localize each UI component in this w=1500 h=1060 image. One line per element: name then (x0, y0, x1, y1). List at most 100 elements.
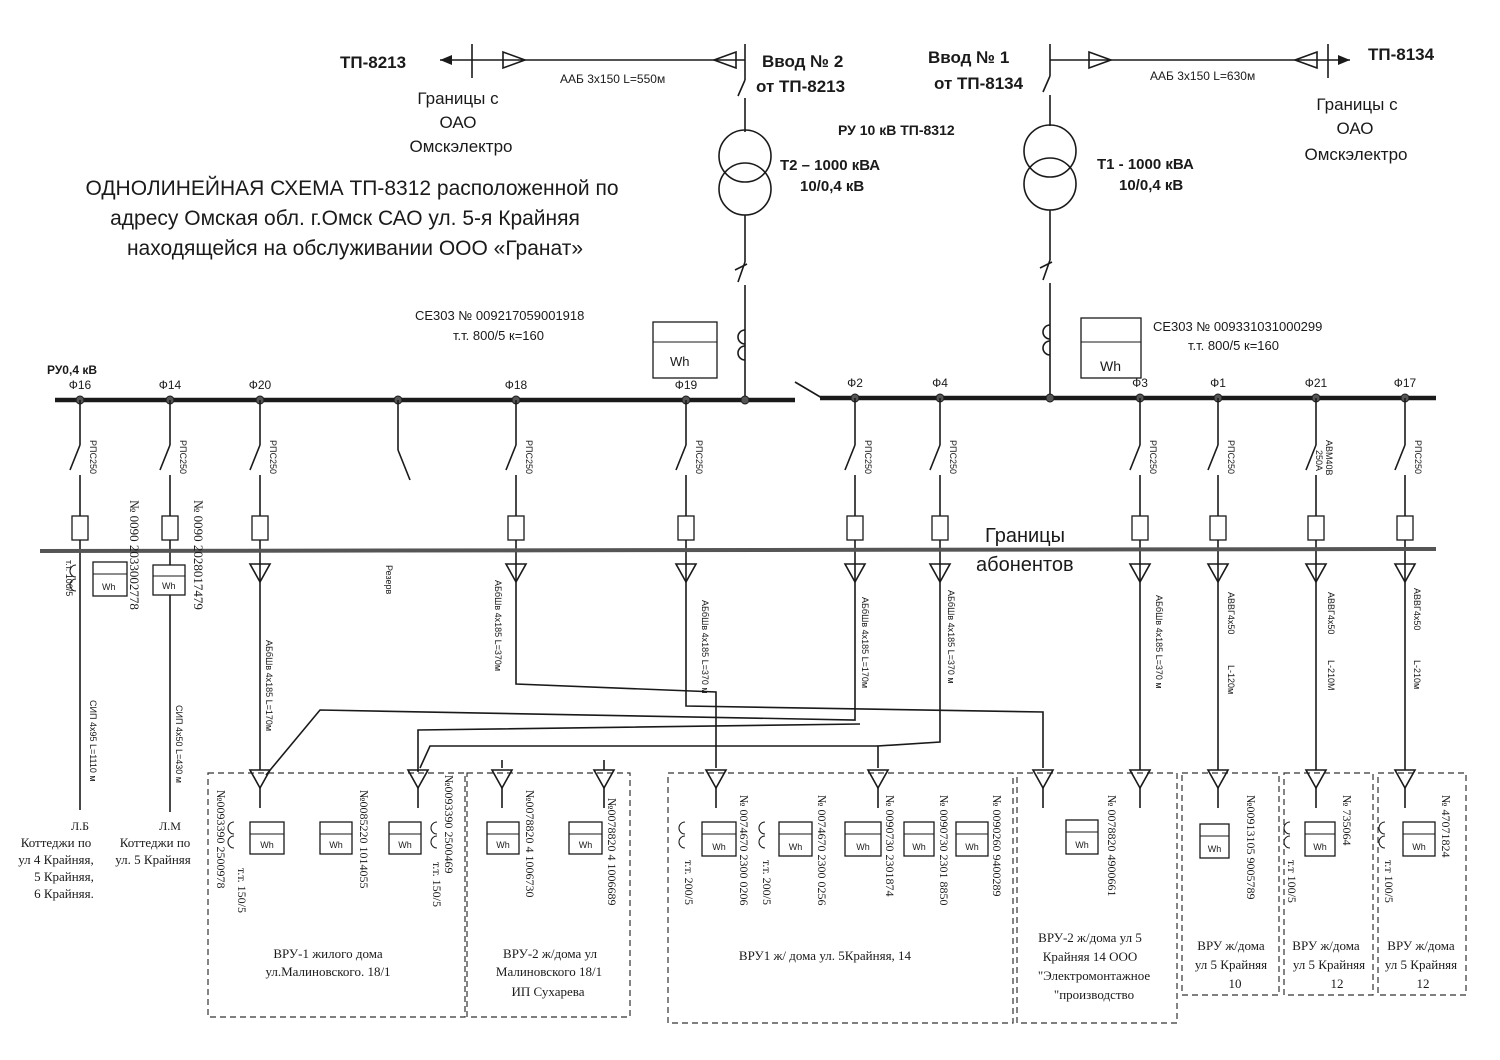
cable-end-icon (711, 50, 737, 70)
breaker-switch (844, 444, 856, 471)
cable-f18: АБбШв 4х185 L=370м (493, 580, 503, 671)
feeder-label: Ф3 (1132, 376, 1148, 390)
meter-t1-model: СЕ303 № 009331031000299 (1153, 319, 1322, 334)
consumer-meter: Wh (955, 821, 989, 857)
cable-end-icon (406, 769, 430, 790)
ct-vru5-b: т.т. 200/5 (760, 860, 774, 905)
fuse-icon (507, 515, 525, 541)
consumer-meter: Wh (844, 821, 882, 857)
t1-voltage: 10/0,4 кВ (1119, 177, 1183, 194)
panel-vru12a (1283, 772, 1374, 996)
transformer-winding-icon (718, 129, 772, 183)
f16-ct: т.т. 100/5 (64, 560, 74, 596)
current-transformer-icon (678, 821, 686, 849)
bus-0-4kv: РУ0,4 кВ (47, 363, 1436, 405)
serial-vru10: №00913105 9005789 (1244, 795, 1258, 899)
cable-f3: АБбШв 4х185 L=370 м (1154, 595, 1164, 689)
serial-vru1-a: №0093390 2500978 (214, 790, 228, 888)
cable-end-icon (928, 563, 952, 584)
cottages-a-4: 6 Крайняя. (34, 886, 94, 901)
reserve-label: Резерв (384, 565, 394, 594)
breaker-switch (505, 444, 517, 471)
cable-labels: СИП 4х95 L=1110 м СИП 4х50 L=430 м АБбШв… (88, 580, 1422, 783)
serial-vru5-e: № 0090260 9400289 (990, 795, 1004, 896)
diagram-title: ОДНОЛИНЕЙНАЯ СХЕМА ТП-8312 расположенной… (85, 176, 618, 260)
wh-icon: Wh (1313, 842, 1327, 852)
cable-end-icon (1088, 50, 1114, 70)
consumer-meter: Wh (778, 821, 813, 857)
subscriber-boundary-line1: Границы (985, 525, 1065, 547)
switch-type-label: РПС250 (1413, 440, 1423, 474)
feeder-label: Ф18 (505, 378, 528, 392)
boundary-left-1: Границы с (417, 89, 499, 108)
left-cable-label: ААБ 3х150 L=550м (560, 72, 665, 86)
vvod2-line2: от ТП-8213 (756, 77, 845, 96)
switch-type-label: РПС250 (1226, 440, 1236, 474)
fuse-icon (1396, 515, 1414, 541)
wh-icon: Wh (579, 840, 593, 850)
consumer-meter: Wh (388, 821, 422, 855)
vru12b-caption-3: 12 (1417, 976, 1430, 991)
consumer-meter: Wh (319, 821, 353, 855)
consumer-meter: Wh (486, 821, 520, 855)
cable-f4: АБбШв 4х185 L=370 м (946, 590, 956, 684)
cottages-b-1: Коттеджи по (120, 835, 191, 850)
title-line-3: находящейся на обслуживании ООО «Гранат» (127, 237, 583, 260)
switch-type-label: РПС250 (268, 440, 278, 474)
meter-t1-ct: т.т. 800/5 к=160 (1188, 338, 1279, 353)
cable-end-icon (1031, 769, 1055, 790)
vru1-caption-2: ул.Малиновского. 18/1 (265, 964, 390, 979)
transformer-winding-icon (1023, 124, 1077, 178)
wh-icon: Wh (398, 840, 412, 850)
switch-type-label: АВМ40В (1324, 440, 1334, 476)
switch-type-label: РПС250 (1148, 440, 1158, 474)
feeder-label: Ф19 (675, 378, 698, 392)
ct-vru12b: т.т 100/5 (1382, 860, 1396, 903)
switch-type-label: РПС250 (694, 440, 704, 474)
switch-type-label: РПС250 (178, 440, 188, 474)
vru12b-caption-2: ул 5 Крайняя (1385, 957, 1457, 972)
serial-vru14: № 0078820 4900661 (1105, 795, 1119, 896)
meter-t2: Wh СЕ303 № 009217059001918 т.т. 800/5 к=… (415, 308, 718, 379)
vru12a-caption-1: ВРУ ж/дома (1292, 938, 1360, 953)
serial-vru2-b: №0078820 4 1006689 (605, 798, 619, 905)
cable-end-icon (248, 769, 272, 790)
breaker-switch (1394, 444, 1406, 471)
breaker-switch (1129, 444, 1141, 471)
current-transformer-icon (1378, 821, 1386, 849)
tp-8134-label: ТП-8134 (1368, 45, 1435, 64)
fuse-icon (1307, 515, 1325, 541)
meter-serials: №0093390 2500978 т.т. 150/5 №0085220 101… (214, 775, 1453, 913)
switch-type-label: РПС250 (948, 440, 958, 474)
arrow-left-icon (440, 55, 452, 65)
vru14-caption-2: Крайняя 14 ООО (1043, 949, 1137, 964)
subscriber-boundary: Границы абонентов (39, 525, 1437, 576)
serial-vru5-c: № 0090730 2301874 (883, 795, 897, 896)
switch-type-label: РПС250 (88, 440, 98, 474)
breaker-switch (1305, 444, 1317, 471)
breaker-switch (929, 444, 941, 471)
serial-vru5-a: № 0074670 2300 0206 (737, 795, 751, 905)
feeder-label: Ф20 (249, 378, 272, 392)
fuse-icon (931, 515, 949, 541)
cottages-lb: Л.Б (71, 819, 89, 833)
cottages-a-3: 5 Крайняя, (34, 869, 94, 884)
vru10-caption-1: ВРУ ж/дома (1197, 938, 1265, 953)
wh-icon: Wh (670, 354, 690, 369)
wh-icon: Wh (260, 840, 274, 850)
vvod1-line2: от ТП-8134 (934, 74, 1024, 93)
transformer-t2: Т2 – 1000 кВА 10/0,4 кВ (718, 60, 880, 400)
cottages-lm: Л.М (159, 819, 181, 833)
meter-t2-ct: т.т. 800/5 к=160 (453, 328, 544, 343)
cable-f20: АБбШв 4х185 L=170м (264, 640, 274, 731)
wh-icon: Wh (329, 840, 343, 850)
feeder-label: Ф14 (159, 378, 182, 392)
cable-end-icon (248, 563, 272, 584)
